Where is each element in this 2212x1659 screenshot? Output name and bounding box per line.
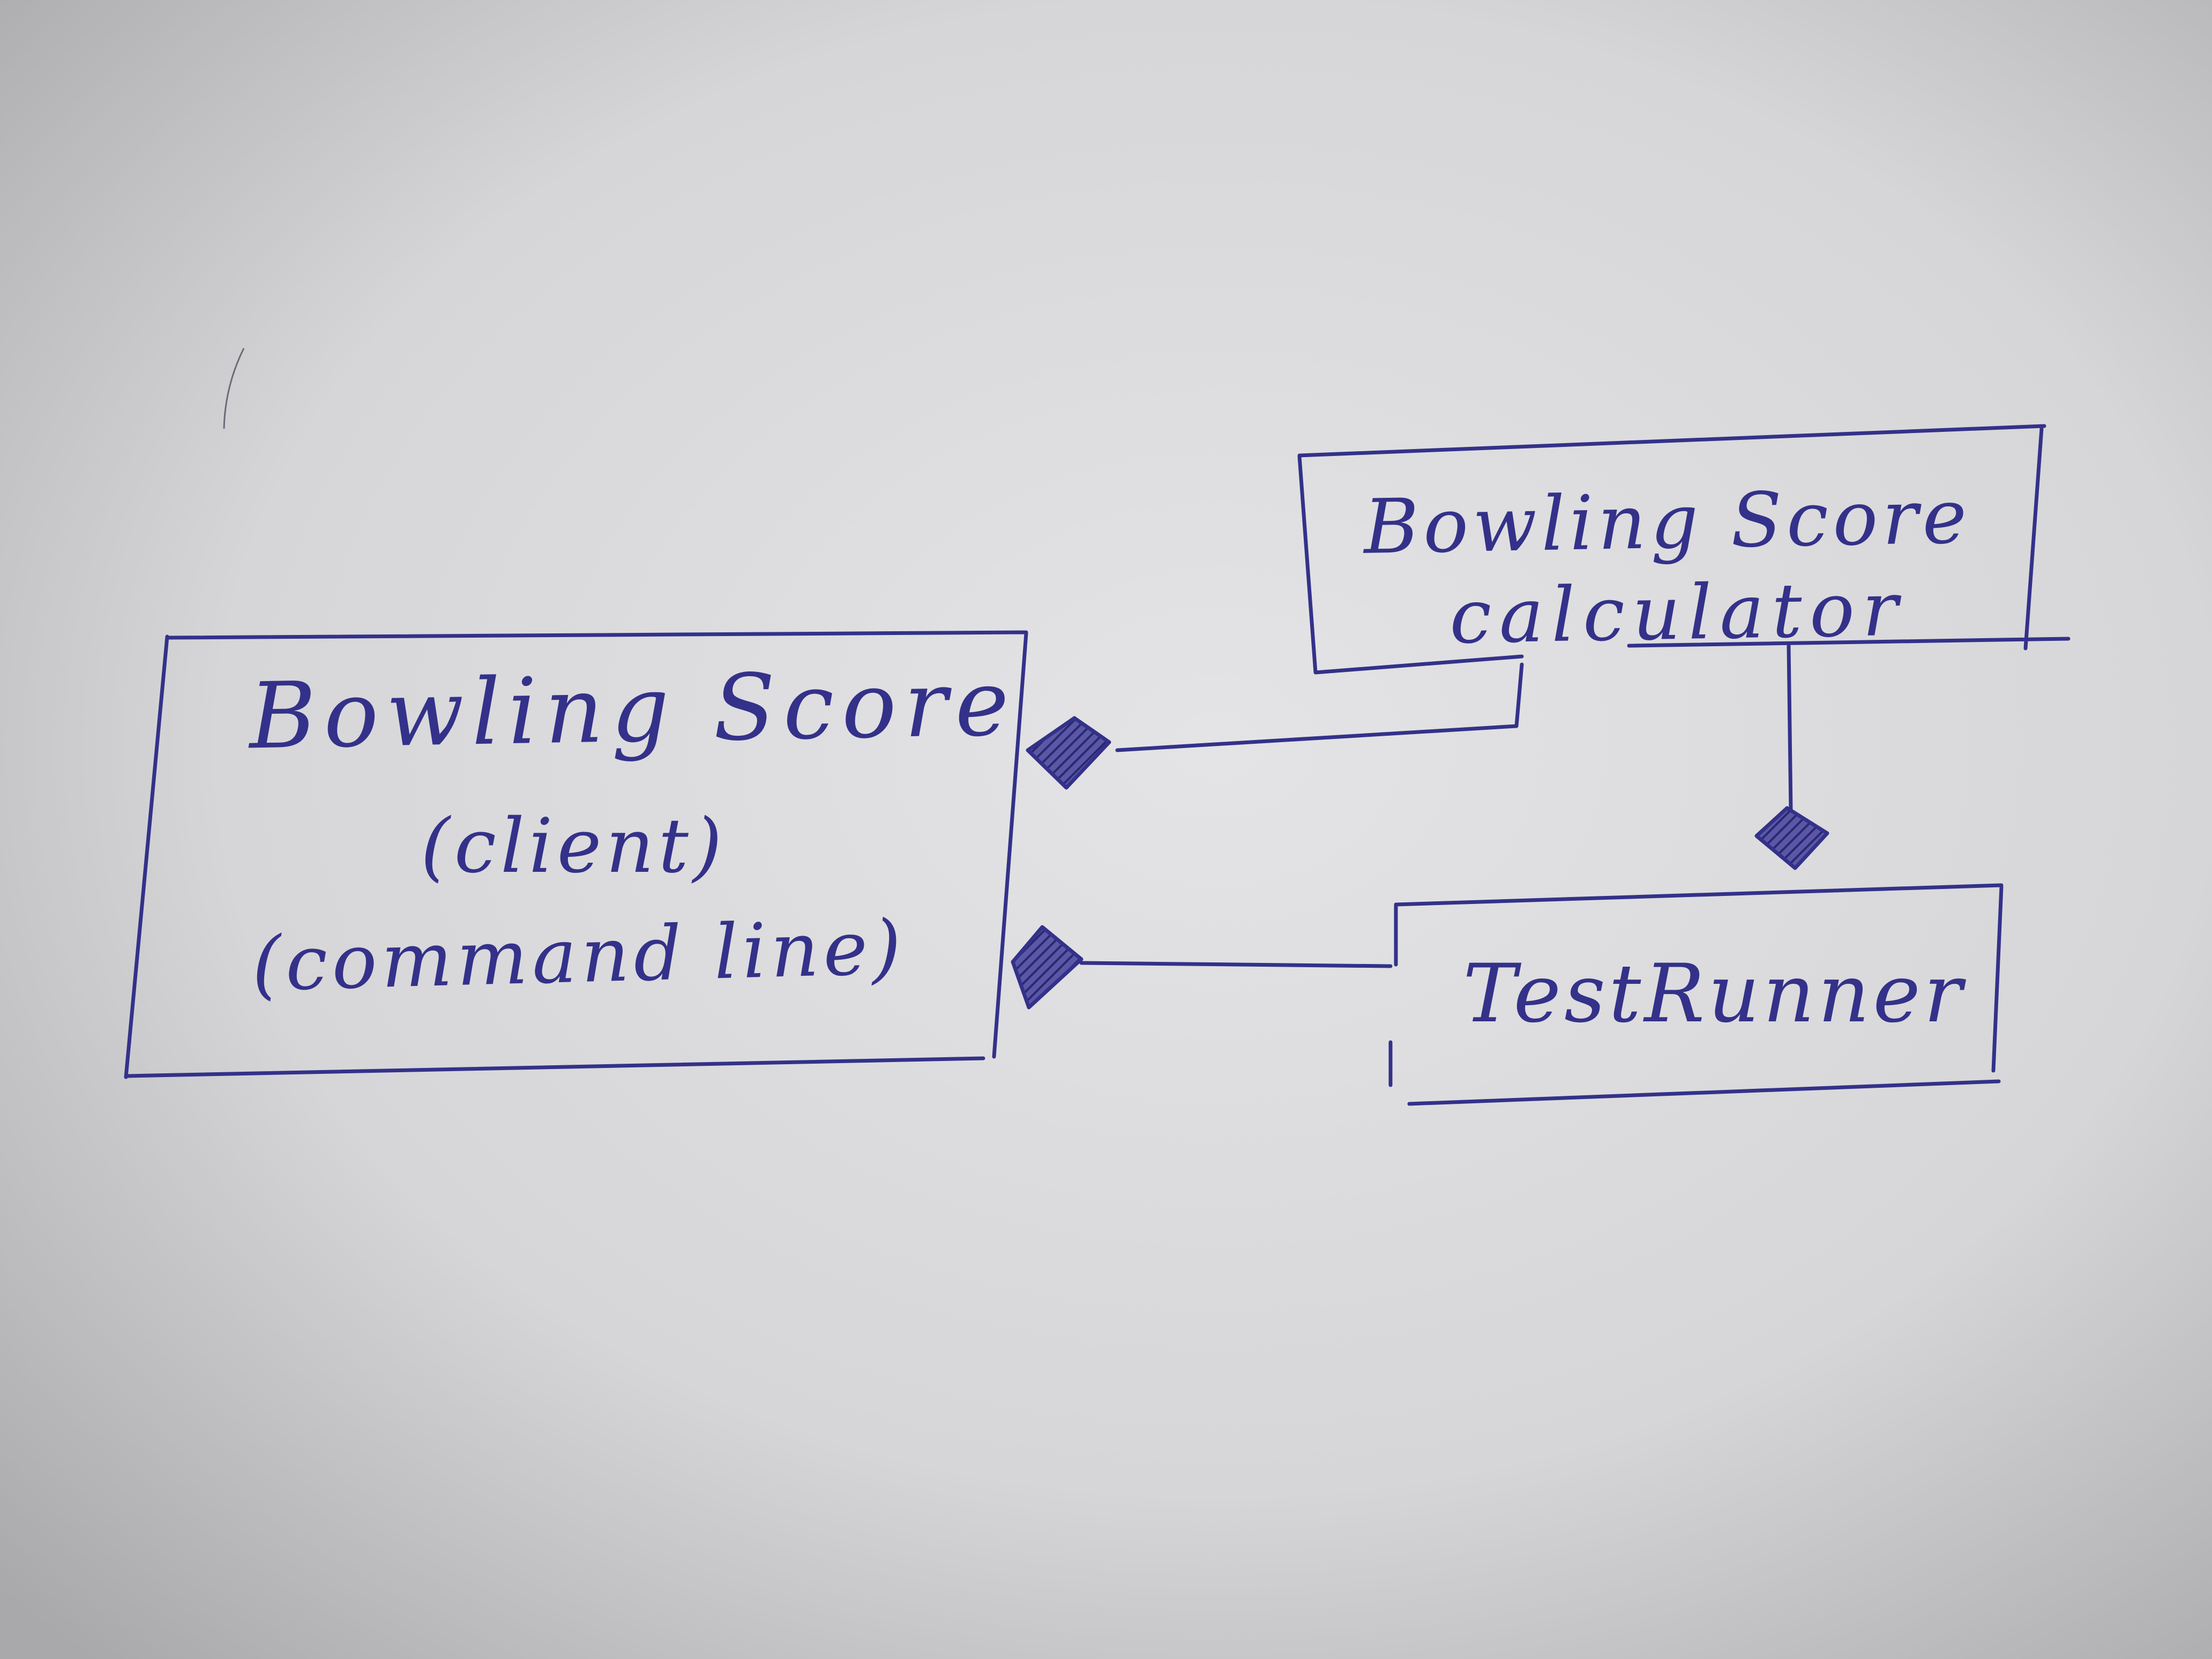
connector-client-testrunner [1079, 961, 1393, 968]
client-box-note: (command line) [251, 904, 907, 1008]
test-runner-box [1388, 883, 2004, 1106]
diamond-marker-testrunner-calculator [1754, 806, 1829, 870]
diamond-marker-client-calculator [1026, 716, 1111, 790]
connector-client-calculator [1115, 662, 1524, 752]
calculator-box [1297, 424, 2071, 675]
calculator-box-subtitle: calculator [1448, 565, 1907, 661]
client-box-subtitle: (client) [421, 803, 727, 890]
connector-calculator-testrunner [1787, 644, 1793, 811]
client-box [124, 630, 1028, 1079]
client-box-title: Bowling Score [248, 650, 1018, 770]
stray-mark [223, 348, 245, 429]
test-runner-box-title: TestRunner [1463, 947, 1966, 1041]
calculator-box-title: Bowling Score [1363, 473, 1972, 571]
diamond-marker-client-testrunner [1011, 925, 1083, 1010]
